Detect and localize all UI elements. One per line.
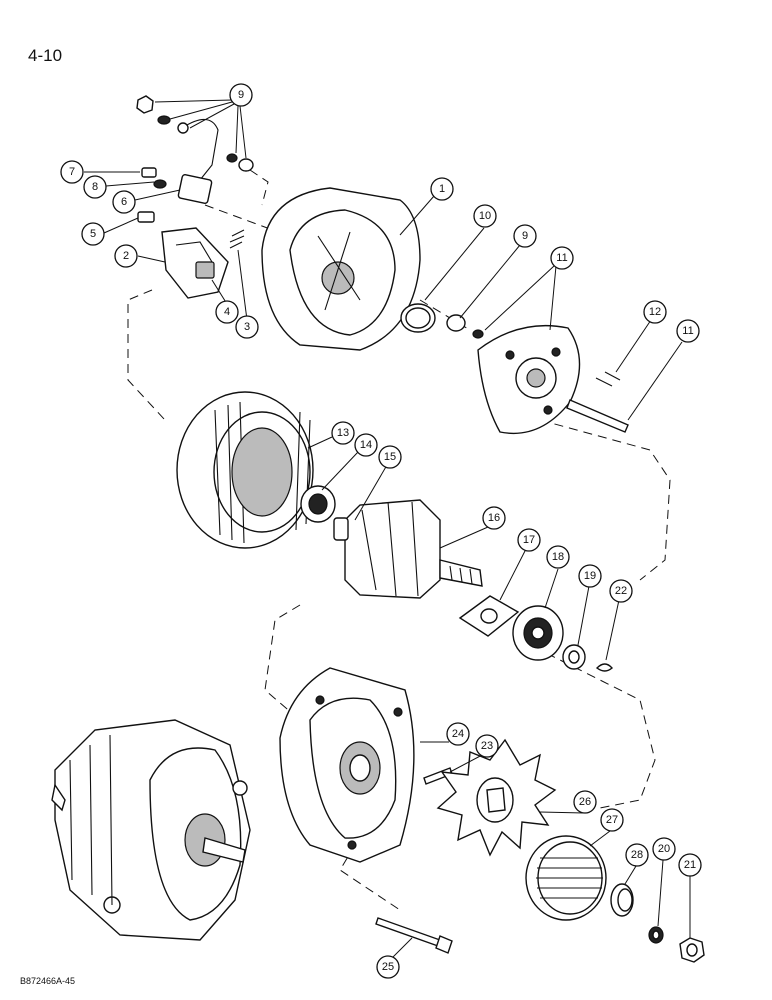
callout-24: 24 — [446, 722, 470, 746]
svg-text:13: 13 — [337, 427, 349, 439]
figure-code: B872466A-45 — [20, 976, 76, 986]
svg-text:28: 28 — [631, 849, 643, 861]
callout-9-top: 9 — [229, 83, 253, 107]
fan — [436, 738, 557, 857]
stator — [176, 391, 314, 549]
svg-text:11: 11 — [682, 325, 693, 337]
callout-22: 22 — [609, 579, 633, 603]
callout-1: 1 — [430, 177, 454, 201]
svg-text:1: 1 — [439, 183, 445, 195]
callout-8: 8 — [83, 175, 107, 199]
svg-text:21: 21 — [684, 859, 696, 871]
svg-text:3: 3 — [244, 321, 250, 333]
callout-2: 2 — [114, 244, 138, 268]
svg-text:9: 9 — [522, 230, 528, 242]
svg-text:2: 2 — [123, 250, 129, 262]
svg-text:16: 16 — [488, 512, 500, 524]
svg-text:14: 14 — [360, 439, 372, 451]
callout-9: 9 — [513, 224, 537, 248]
svg-text:17: 17 — [523, 534, 535, 546]
rear-housing — [261, 187, 421, 351]
svg-text:7: 7 — [69, 166, 75, 178]
callout-14: 14 — [354, 433, 378, 457]
rectifier-assembly — [477, 324, 629, 435]
bearing-front — [512, 605, 564, 661]
svg-text:15: 15 — [384, 451, 396, 463]
callout-6: 6 — [112, 190, 136, 214]
callout-17: 17 — [517, 528, 541, 552]
callout-25: 25 — [376, 955, 400, 979]
svg-text:20: 20 — [658, 843, 670, 855]
svg-text:18: 18 — [552, 551, 564, 563]
svg-text:23: 23 — [481, 740, 493, 752]
callout-11-bolt: 11 — [676, 319, 700, 343]
svg-text:8: 8 — [92, 181, 98, 193]
sleeve-washer-nut — [610, 883, 705, 963]
callout-20: 20 — [652, 837, 676, 861]
assembled-alternator — [51, 719, 251, 941]
svg-text:11: 11 — [556, 252, 567, 264]
callout-21: 21 — [678, 853, 702, 877]
callout-23: 23 — [475, 734, 499, 758]
rotor — [333, 499, 483, 599]
callout-10: 10 — [473, 204, 497, 228]
callout-3: 3 — [235, 315, 259, 339]
svg-text:27: 27 — [606, 814, 618, 826]
svg-text:22: 22 — [615, 585, 627, 597]
callout-4: 4 — [215, 300, 239, 324]
front-housing — [279, 667, 415, 863]
collar-and-key — [562, 644, 613, 672]
svg-text:5: 5 — [90, 228, 96, 240]
svg-text:24: 24 — [452, 728, 464, 740]
svg-text:19: 19 — [584, 570, 596, 582]
svg-text:6: 6 — [121, 196, 127, 208]
callout-16: 16 — [482, 506, 506, 530]
callout-13: 13 — [331, 421, 355, 445]
hardware-terminal-nuts — [136, 95, 254, 223]
svg-text:12: 12 — [649, 306, 661, 318]
callout-26: 26 — [573, 790, 597, 814]
callout-15: 15 — [378, 445, 402, 469]
leader-lines — [84, 99, 691, 959]
callout-7: 7 — [60, 160, 84, 184]
callout-12: 12 — [643, 300, 667, 324]
svg-text:26: 26 — [579, 796, 591, 808]
spacer-plate — [458, 595, 520, 637]
svg-text:10: 10 — [479, 210, 491, 222]
callout-28: 28 — [625, 843, 649, 867]
callout-27: 27 — [600, 808, 624, 832]
through-bolt — [375, 917, 453, 954]
bearing-rear — [300, 485, 336, 523]
callout-19: 19 — [578, 564, 602, 588]
svg-text:4: 4 — [224, 306, 230, 318]
pulley — [525, 835, 607, 921]
callout-18: 18 — [546, 545, 570, 569]
svg-text:25: 25 — [382, 961, 394, 973]
o-ring-and-bushing — [400, 303, 484, 339]
callout-11-rectifier: 11 — [550, 246, 574, 270]
callout-5: 5 — [81, 222, 105, 246]
page-number: 4-10 — [28, 46, 63, 65]
svg-text:9: 9 — [238, 89, 244, 101]
voltage-regulator — [161, 227, 245, 299]
